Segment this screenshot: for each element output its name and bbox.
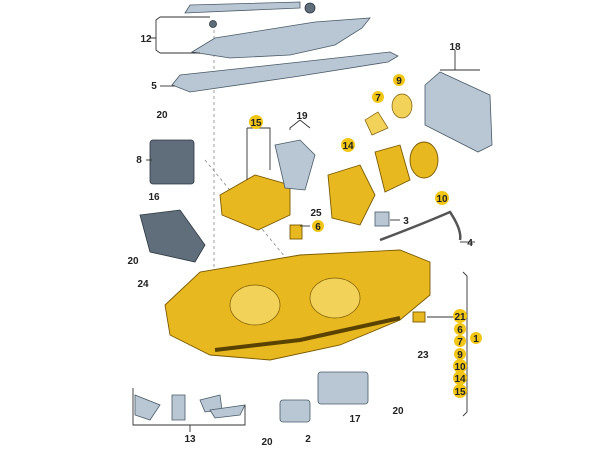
cap-part (409, 141, 439, 179)
gasket-part (274, 139, 316, 191)
label-5: 5 (151, 81, 157, 92)
bracket-line (150, 16, 161, 54)
label-2: 2 (305, 434, 311, 445)
label-25: 25 (310, 208, 322, 219)
label-16: 16 (148, 192, 160, 203)
label-20d: 20 (392, 406, 404, 417)
label-19: 19 (296, 111, 308, 122)
label-6-list: 6 (457, 325, 463, 336)
trim-strip-part (171, 51, 399, 93)
module-part (219, 174, 291, 231)
label-17: 17 (349, 414, 361, 425)
label-10: 10 (436, 194, 448, 205)
bracket-13-part (171, 394, 186, 421)
label-7-list: 7 (457, 337, 463, 348)
screw-part (209, 20, 217, 28)
bracket-13-part (134, 394, 161, 421)
housing-part (139, 209, 206, 263)
bulb-ring-part (391, 93, 413, 119)
label-4: 4 (467, 238, 473, 249)
bracket-13-part (209, 404, 246, 419)
callout-labels: 12 5 20 8 16 20 24 15 19 25 6 14 3 7 9 1… (127, 34, 482, 448)
bulb-part (364, 111, 389, 136)
clip-part (374, 211, 390, 227)
label-18: 18 (449, 42, 461, 53)
projector-part (327, 164, 376, 226)
top-trim-strip (184, 1, 301, 14)
label-20: 20 (156, 110, 168, 121)
small-part (289, 224, 303, 240)
drl-strip-part (214, 316, 401, 352)
label-3: 3 (403, 216, 409, 227)
clip-21-part (412, 311, 426, 323)
label-21: 21 (454, 312, 466, 323)
bracket-part (424, 71, 493, 153)
igniter-part (279, 399, 311, 423)
lens-left-part (229, 284, 281, 326)
label-6: 6 (315, 222, 321, 233)
label-13: 13 (184, 434, 196, 445)
label-15-list: 15 (454, 387, 466, 398)
label-10-list: 10 (454, 362, 466, 373)
label-14-list: 14 (454, 374, 466, 385)
label-8: 8 (136, 155, 142, 166)
cap-part (374, 144, 411, 193)
label-14: 14 (342, 141, 354, 152)
label-23: 23 (417, 350, 429, 361)
nut-part (304, 2, 316, 14)
label-12: 12 (140, 34, 152, 45)
label-7: 7 (375, 93, 381, 104)
label-15: 15 (250, 118, 262, 129)
lens-right-part (309, 277, 361, 319)
label-1: 1 (473, 334, 479, 345)
label-9-list: 9 (457, 350, 463, 361)
headlight-housing-part (164, 249, 431, 361)
label-20b: 20 (127, 256, 139, 267)
label-9: 9 (396, 76, 402, 87)
seal-part (379, 210, 462, 242)
cover-plate-part (190, 17, 371, 59)
label-24: 24 (137, 279, 149, 290)
label-20c: 20 (261, 437, 273, 448)
ballast-part (317, 371, 369, 405)
control-module-part (149, 139, 195, 185)
